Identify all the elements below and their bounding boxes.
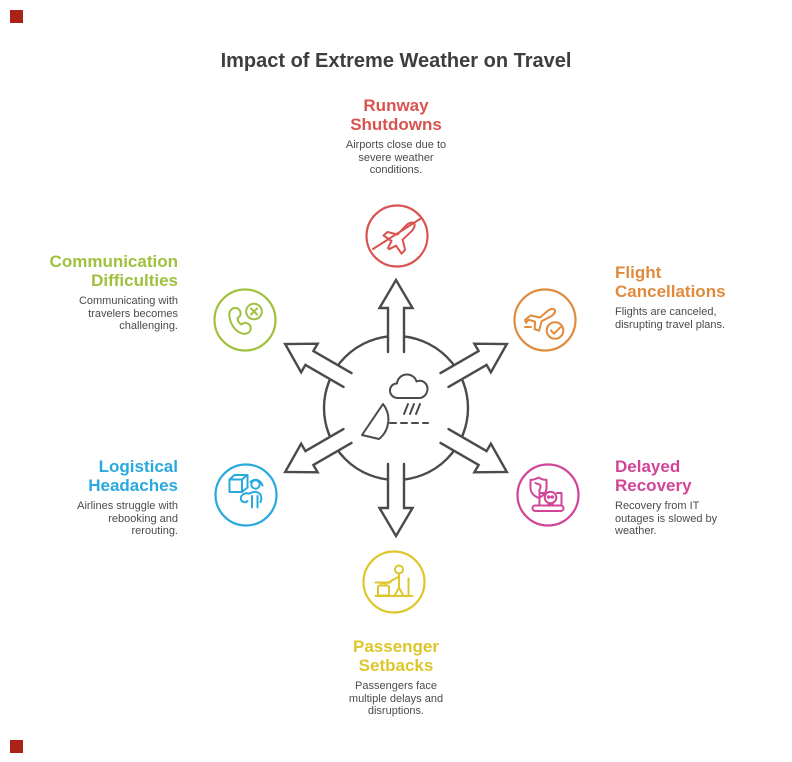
section-description: Airports close due to severe weather con…	[345, 139, 447, 176]
section-description: Recovery from IT outages is slowed by we…	[615, 500, 718, 537]
section-heading: Runway Shutdowns	[350, 96, 442, 134]
storm-cloud-rain-wind-icon	[361, 373, 429, 440]
section-heading: Flight Cancellations	[615, 263, 726, 301]
page-title: Impact of Extreme Weather on Travel	[220, 50, 572, 72]
corner-square-bottom-left	[10, 740, 23, 753]
hub-diagram	[283, 277, 509, 539]
radial-arrow-lower-right	[439, 427, 509, 474]
section-description: Passengers face multiple delays and disr…	[348, 680, 444, 717]
laptop-outage-shield-icon	[516, 463, 580, 527]
radial-arrow-down	[377, 462, 415, 539]
passenger-luggage-counter-icon	[362, 550, 426, 614]
section-flight-cancellations: Flight Cancellations Flights are cancele…	[615, 263, 765, 331]
section-description: Communicating with travelers becomes cha…	[78, 295, 178, 332]
radial-arrow-upper-right	[439, 342, 509, 389]
corner-square-top-left	[10, 10, 23, 23]
section-delayed-recovery: Delayed Recovery Recovery from IT outage…	[615, 457, 765, 538]
section-description: Airlines struggle with rebooking and rer…	[77, 500, 178, 537]
hub-circle	[322, 334, 470, 482]
section-runway-shutdowns: Runway Shutdowns Airports close due to s…	[286, 96, 506, 177]
plane-takeoff-check-icon	[513, 288, 577, 352]
section-passenger-setbacks: Passenger Setbacks Passengers face multi…	[286, 637, 506, 718]
section-heading: Communication Difficulties	[49, 252, 178, 290]
radial-arrow-upper-left	[283, 342, 353, 389]
section-description: Flights are canceled, disrupting travel …	[615, 306, 726, 331]
section-communication-difficulties: Communication Difficulties Communicating…	[28, 252, 178, 333]
no-fly-plane-icon	[365, 204, 429, 268]
section-logistical-headaches: Logistical Headaches Airlines struggle w…	[28, 457, 178, 538]
phone-blocked-icon	[213, 288, 277, 352]
person-carrying-box-icon	[214, 463, 278, 527]
section-heading: Logistical Headaches	[88, 457, 178, 495]
section-heading: Passenger Setbacks	[353, 637, 439, 675]
radial-arrow-up	[377, 277, 415, 354]
section-heading: Delayed Recovery	[615, 457, 692, 495]
radial-arrow-lower-left	[283, 427, 353, 474]
